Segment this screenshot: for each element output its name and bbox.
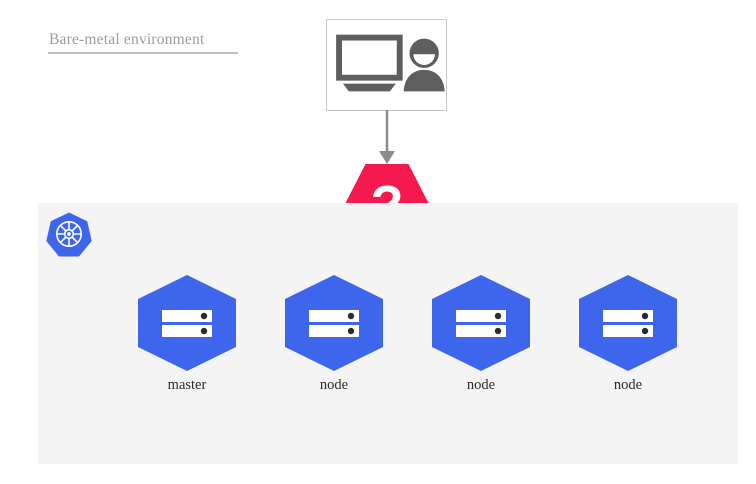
cluster-node[interactable]: node — [285, 275, 383, 393]
page-title: Bare-metal environment — [49, 31, 205, 48]
server-icon — [432, 275, 530, 371]
server-icon — [138, 275, 236, 371]
node-label: master — [167, 377, 207, 393]
workstation-card — [326, 19, 447, 111]
cluster-node[interactable]: node — [579, 275, 677, 393]
kubernetes-logo-icon — [46, 212, 92, 257]
server-icon — [285, 275, 383, 371]
cluster-node[interactable]: master — [138, 275, 236, 393]
node-label: node — [466, 377, 496, 393]
server-icon — [579, 275, 677, 371]
title-underline — [48, 52, 238, 54]
node-label: node — [613, 377, 643, 393]
node-label: node — [319, 377, 349, 393]
cluster-node[interactable]: node — [432, 275, 530, 393]
arrow-down-icon — [379, 110, 395, 164]
monitor-user-icon — [336, 34, 445, 92]
